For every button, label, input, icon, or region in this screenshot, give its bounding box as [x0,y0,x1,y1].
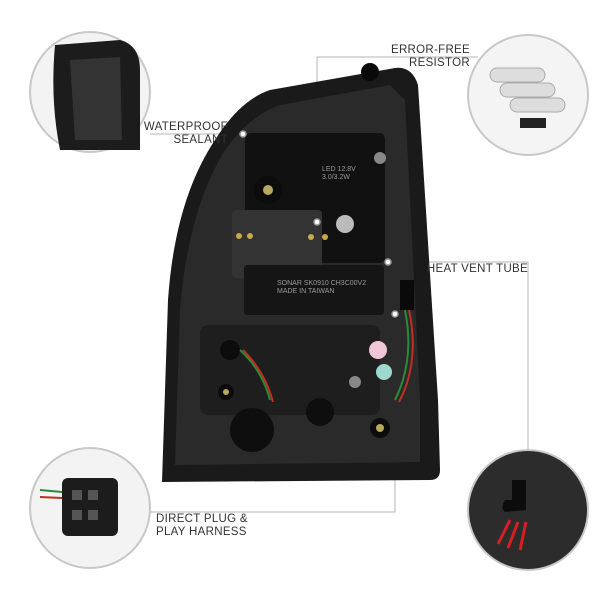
sealant-callout-label: WATERPROOF SEALANT [110,121,228,147]
tail-light-housing [162,63,440,483]
harness-plug [400,280,414,310]
vent-detail-circle [467,449,589,571]
resistor-label-line1: ERROR-FREE [390,44,470,56]
resistor-detail-circle [467,34,589,156]
resistor-pad [336,215,354,233]
resistor-callout-label: ERROR-FREE RESISTOR [360,44,470,70]
origin-marking: MADE IN TAIWAN [277,288,335,295]
part-number-marking: SONAR SK0910 CH3C00V2 [277,280,367,287]
harness-label-line1: DIRECT PLUG & [156,513,248,525]
vent-label-line1: HEAT VENT TUBE [426,263,528,275]
resistor-label-line2: RESISTOR [409,57,470,69]
connector-plate [232,210,322,278]
harness-label-line2: PLAY HARNESS [156,526,247,538]
led-rating-marking: LED 12.8V [322,166,356,173]
harness-detail-circle [29,447,151,569]
airflow-arrows-icon [496,519,528,551]
sealant-detail-circle [29,31,151,153]
sealant-label-line2: SEALANT [173,134,228,146]
harness-callout-label: DIRECT PLUG & PLAY HARNESS [156,513,306,539]
callout-dots [239,130,399,318]
wattage-marking: 3.0/3.2W [322,174,351,181]
vent-callout-label: HEAT VENT TUBE [420,263,528,276]
sealant-label-line1: WATERPROOF [143,121,228,133]
